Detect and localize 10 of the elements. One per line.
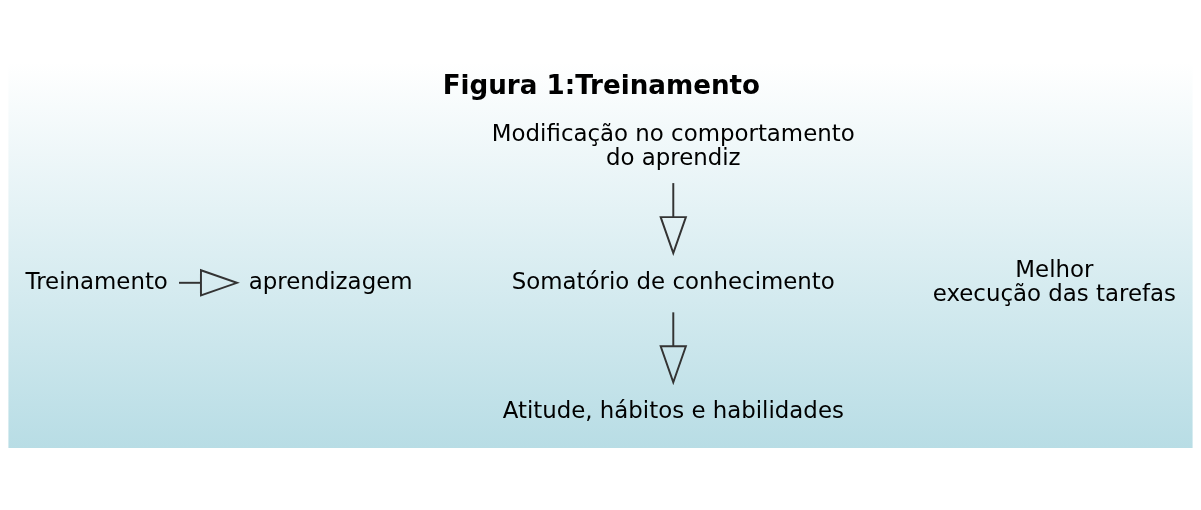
arrow [659,182,688,257]
node-text: Melhor execução das tarefas [932,255,1176,307]
diagram-title: Figura 1:Treinamento [442,70,761,101]
node-text: Treinamento [25,267,168,294]
node-text: aprendizagem [248,267,413,294]
node-text: Modificação no comportamento do aprendiz [491,119,855,171]
node-text: Somatório de conhecimento [511,267,835,294]
arrow [659,311,688,386]
node-text: Atitude, hábitos e habilidades [502,397,844,424]
arrow [178,268,240,297]
